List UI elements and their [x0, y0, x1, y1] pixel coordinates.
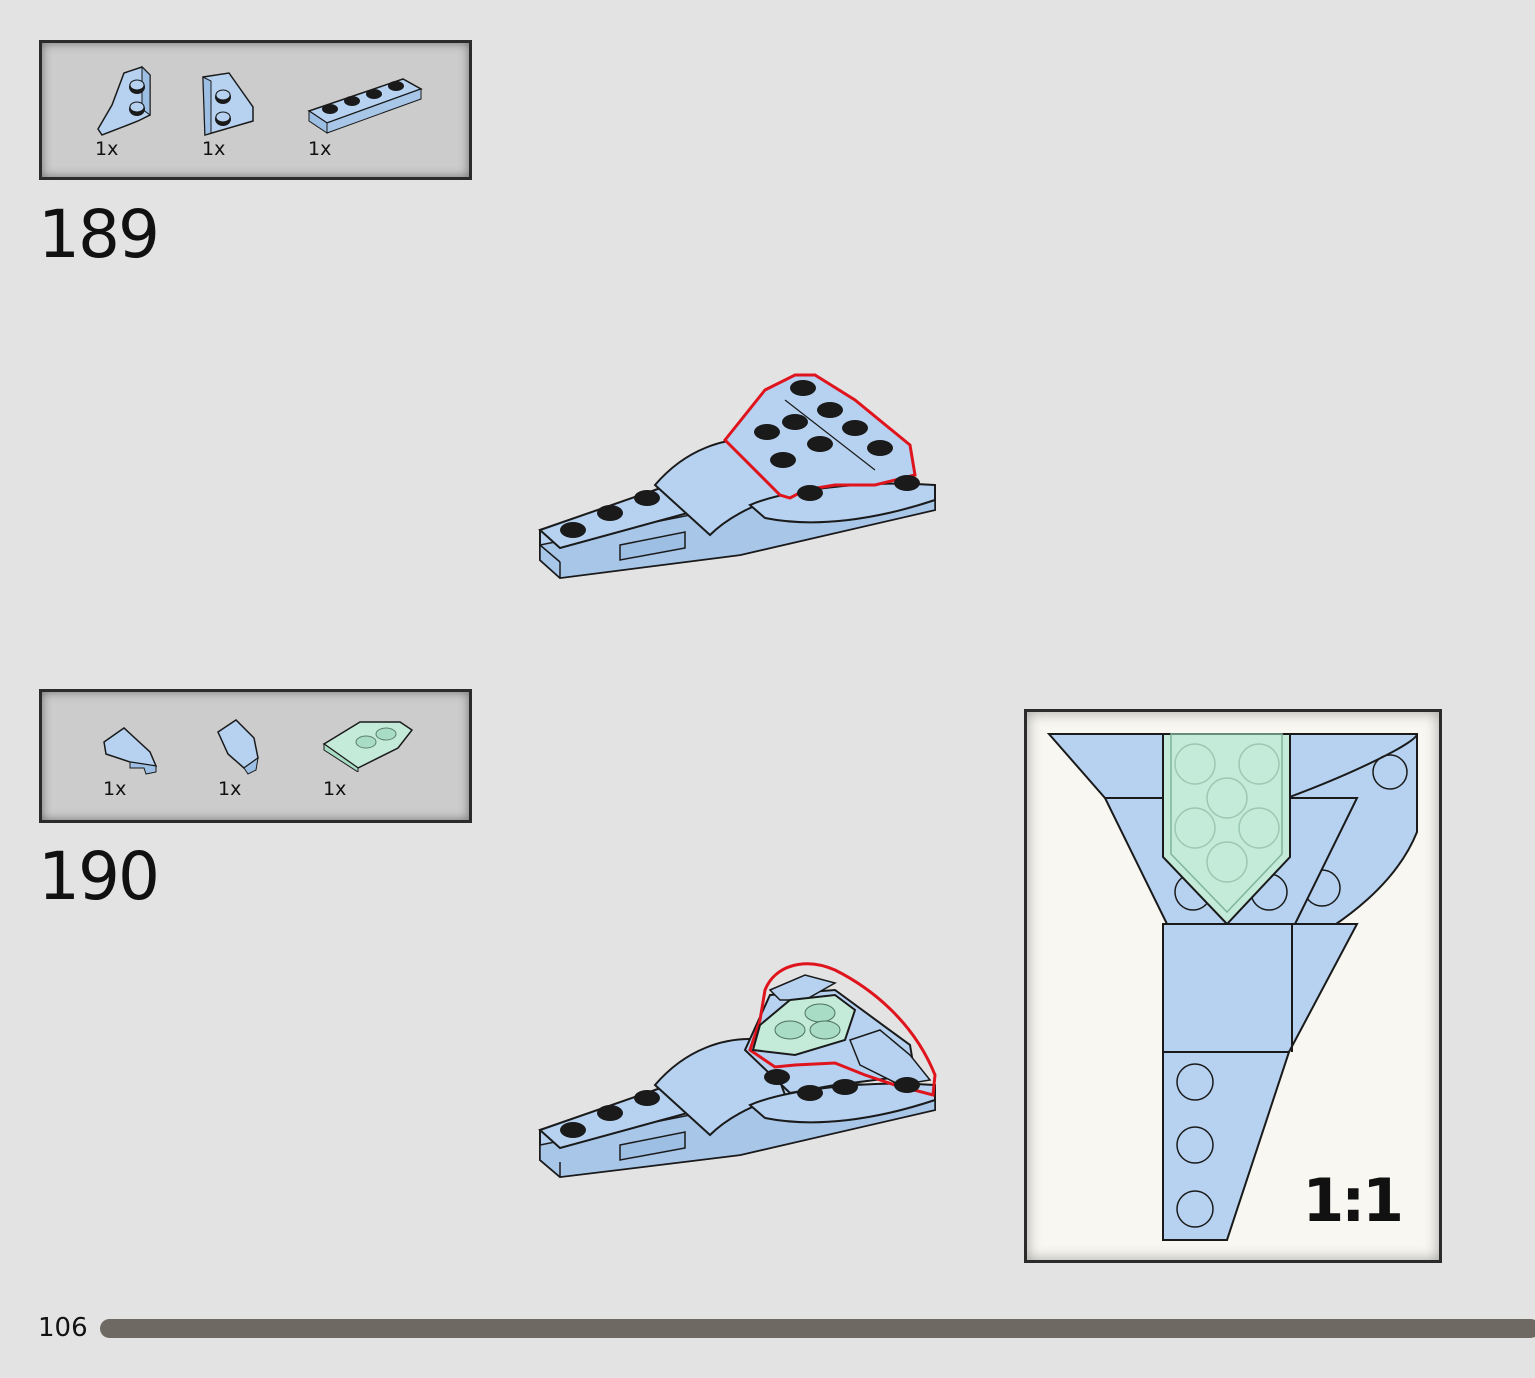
page-progress-bar — [100, 1319, 1535, 1338]
part-qty: 1x — [95, 138, 119, 160]
wing-slope-right-icon — [217, 719, 259, 775]
wing-slope-left-icon — [103, 727, 158, 775]
scale-callout: 1:1 — [1024, 709, 1442, 1263]
part-qty: 1x — [308, 138, 332, 160]
assembly-model-step-190 — [538, 962, 937, 1179]
page-number: 106 — [38, 1313, 88, 1343]
scale-reference-drawing — [1046, 733, 1418, 1241]
plate-1x4-icon — [307, 78, 423, 134]
step-number: 189 — [38, 196, 160, 273]
part-qty: 1x — [323, 778, 347, 800]
parts-list-step-190: 1x 1x 1x — [39, 689, 472, 823]
part-qty: 1x — [218, 778, 242, 800]
part-qty: 1x — [202, 138, 226, 160]
part-qty: 1x — [103, 778, 127, 800]
wedge-plate-left-icon — [97, 65, 151, 136]
trans-wedge-plate-icon — [322, 721, 414, 772]
parts-list-step-189: 1x 1x 1x — [39, 40, 472, 180]
assembly-model-step-189 — [538, 373, 936, 580]
step-number: 190 — [38, 838, 160, 915]
wedge-plate-small-icon — [202, 72, 254, 136]
scale-label: 1:1 — [1302, 1166, 1404, 1236]
